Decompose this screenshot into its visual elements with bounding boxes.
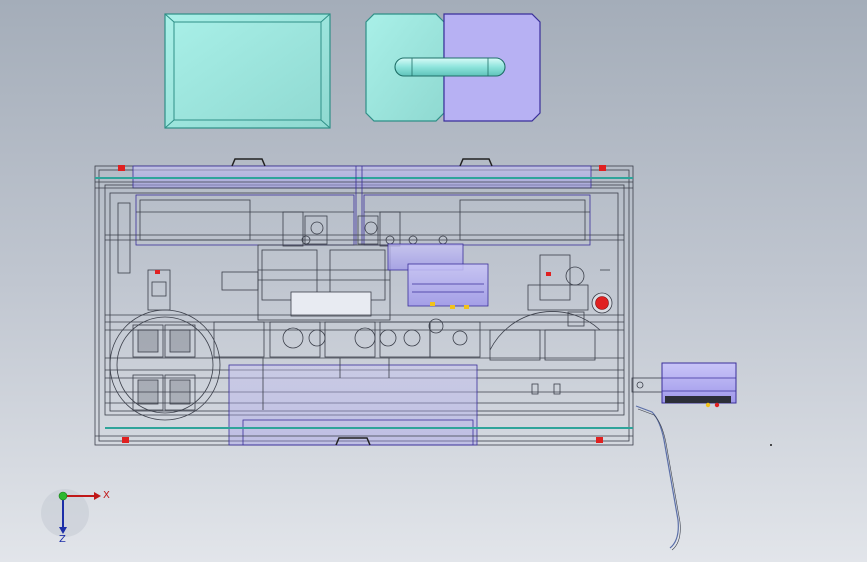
handle-icon[interactable] (394, 57, 506, 77)
control-box[interactable] (631, 362, 737, 408)
emergency-stop-icon[interactable] (591, 292, 613, 314)
cable (635, 405, 681, 551)
machine-assembly[interactable] (94, 158, 634, 446)
stray-point (770, 444, 772, 446)
triad-z-label: Z (59, 534, 66, 545)
lid-panel-left[interactable] (164, 13, 331, 129)
triad-x-label: X (103, 490, 110, 501)
corner-markers (118, 165, 606, 443)
view-orientation-triad-icon[interactable] (41, 489, 101, 537)
